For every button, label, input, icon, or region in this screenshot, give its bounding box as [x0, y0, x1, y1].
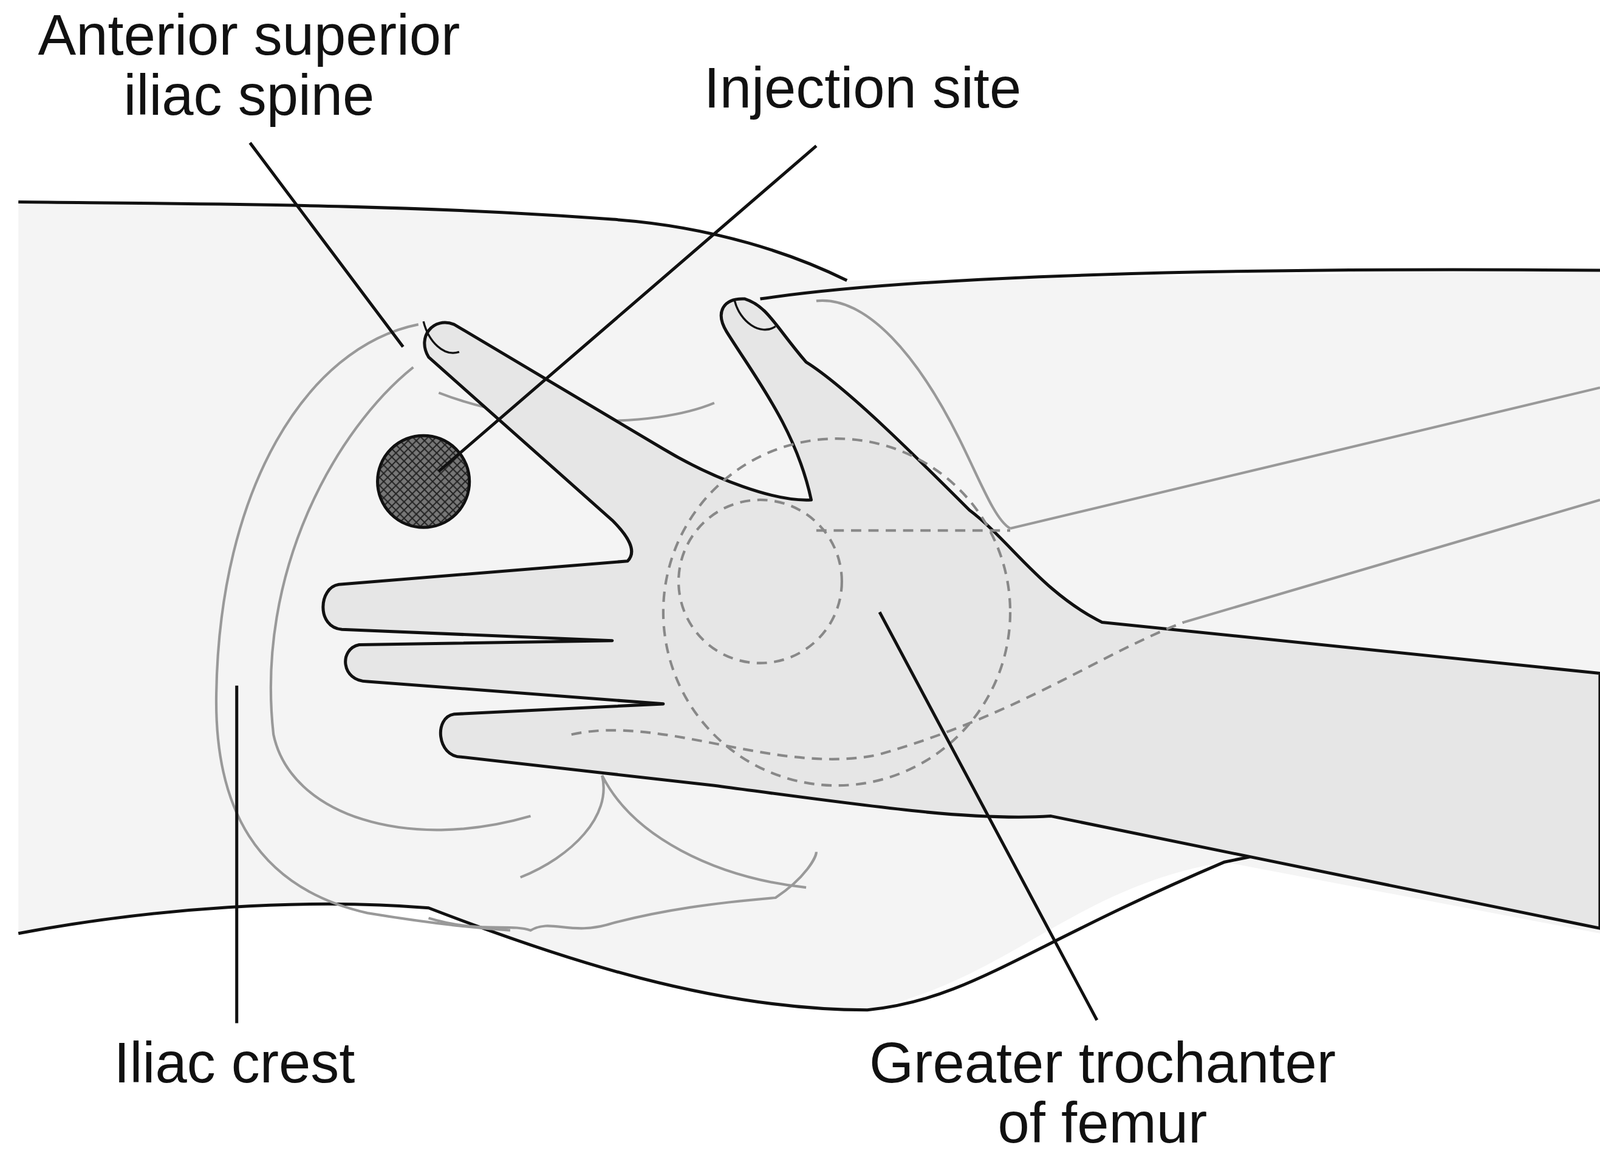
anatomy-label: Injection site	[704, 57, 1022, 118]
trunk-outline	[18, 202, 847, 281]
hand-arm	[323, 298, 1600, 929]
leader-line	[235, 685, 239, 1024]
fingernails	[423, 300, 776, 353]
anatomy-label: Greater trochanter of femur	[853, 1032, 1352, 1153]
leader-line	[250, 142, 404, 347]
femur-head	[678, 499, 842, 664]
thigh-lines	[1010, 387, 1600, 623]
femur-dashed	[571, 530, 1184, 759]
anatomy-label: Anterior superior iliac spine	[12, 4, 486, 126]
trochanter-outline	[663, 438, 1011, 786]
anatomy-label: Iliac crest	[114, 1032, 356, 1093]
injection-site-mark	[377, 435, 470, 528]
thigh-outline	[759, 269, 1600, 299]
leader-line	[879, 612, 1098, 1021]
pelvis-base	[428, 775, 817, 930]
body-fill	[18, 202, 1600, 1011]
leader-line	[438, 145, 817, 472]
